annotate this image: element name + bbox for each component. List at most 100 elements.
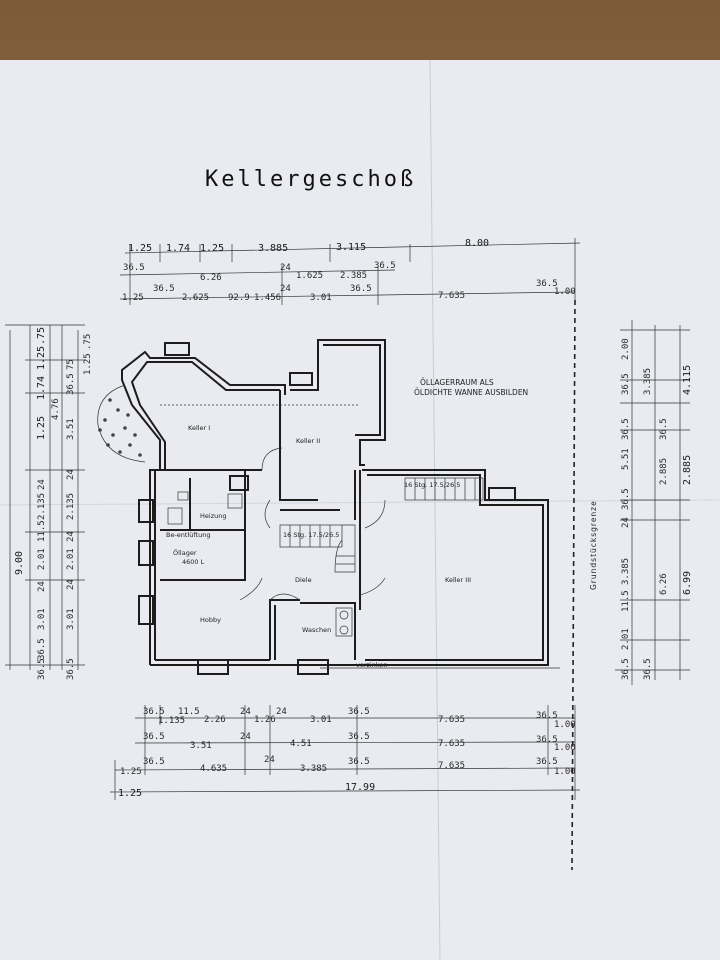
property-boundary-line (571, 299, 576, 871)
dim-left1-1: 1.25 (36, 416, 47, 440)
property-boundary-label: Grundstücksgrenze (589, 500, 598, 590)
dim-left3-8: 24 (66, 579, 76, 590)
dim-bot1-11: 36.5 (536, 711, 558, 721)
dim-bot1-5: 24 (240, 707, 251, 717)
dim-bot1-12: 1.00 (554, 720, 576, 730)
dim-left3-9: 3.01 (66, 608, 76, 630)
room-heizung: Heizung (200, 512, 226, 520)
dim-left4-2: .75 (83, 334, 93, 350)
dim-bot1-2: 11.5 (178, 707, 200, 717)
dim-top1-1: 1.25 (128, 243, 152, 254)
dim-left2-2: 4.76 (51, 398, 61, 420)
dim-left2-8: 3.01 (37, 608, 47, 630)
note-oil-storage-line1: ÖLLAGERRAUM ALS (420, 378, 494, 387)
dim-top3-6: 24 (280, 284, 291, 294)
dim-left2-7: 24 (37, 581, 47, 592)
dim-bot3-5: 3.385 (300, 764, 327, 774)
dim-left3-7: 2.01 (66, 548, 76, 570)
dim-top3-2: 36.5 (153, 284, 175, 294)
dim-bot1-7: 24 (276, 707, 287, 717)
dim-top2-2: 6.26 (200, 273, 222, 283)
dim-bot2-8: 1.00 (554, 743, 576, 753)
dim-top2-3: 24 (280, 263, 291, 273)
stair-label-1: 16 Stg. 17.5/26.5 (404, 481, 460, 489)
floor-plan-drawing: Kellergeschoß 1.25 1.74 1.25 3.885 3.115… (0, 60, 720, 960)
dim-left2-6: 2.01 (37, 548, 47, 570)
dim-bot1-9: 36.5 (348, 707, 370, 717)
dim-bot4-1: 1.25 (118, 788, 142, 799)
dim-top3-11: 1.00 (554, 287, 576, 297)
dim-bot3-6: 36.5 (348, 757, 370, 767)
dim-left1-4: .75 (36, 327, 47, 345)
verzinken-label: verzinken (356, 661, 388, 669)
dim-top1-5: 3.115 (336, 242, 366, 253)
dim-bot1-8: 3.01 (310, 715, 332, 725)
dim-bot1-10: 7.635 (438, 715, 465, 725)
dim-top3-1: 1.25 (122, 293, 144, 303)
dim-top3-3: 2.625 (182, 293, 209, 303)
dim-left3-5: 2.135 (66, 493, 76, 520)
dim-left2-9: 36.5 (37, 638, 47, 660)
dim-bot2-6: 7.635 (438, 739, 465, 749)
dim-left1-2: 1.74 (36, 376, 47, 400)
bottom-dimension-chains: 36.5 11.5 1.135 2.26 24 1.26 24 3.01 36.… (109, 705, 581, 800)
stair-label-2: 16 Stg. 17.5/26.5 (283, 531, 339, 539)
dim-top2-4: 1.625 (296, 271, 323, 281)
dim-bot1-4: 2.26 (204, 715, 226, 725)
dim-left3-3: 3.51 (66, 418, 76, 440)
dim-top2-5: 2.385 (340, 271, 367, 281)
dim-bot4-2: 17.99 (345, 782, 375, 793)
dim-bot1-1: 36.5 (143, 707, 165, 717)
dim-bot3-8: 36.5 (536, 757, 558, 767)
dim-left3-4: 24 (66, 469, 76, 480)
dim-bot2-2: 3.51 (190, 741, 212, 751)
dim-right3-1: 6.99 (682, 571, 693, 595)
dim-bot3-7: 7.635 (438, 761, 465, 771)
room-keller-3: Keller III (445, 576, 471, 584)
dim-left2-3: 24 (37, 479, 47, 490)
top-dimension-chains: 1.25 1.74 1.25 3.885 3.115 8.00 36.5 6.2… (119, 238, 581, 305)
dim-right1-3: 3.385 (643, 368, 653, 395)
dim-bot2-4: 4.51 (290, 739, 312, 749)
room-diele: Diele (295, 576, 312, 584)
right-dimension-chains: 2.00 36.5 3.385 36.5 5.51 36.5 24 3.385 … (615, 320, 693, 685)
room-waschen: Waschen (302, 626, 331, 634)
dim-right1-5: 5.51 (621, 448, 631, 470)
dim-right-mid: 2.885 (659, 458, 669, 485)
dim-top3-10: 36.5 (536, 279, 558, 289)
dim-right1-2: 36.5 (621, 373, 631, 395)
dim-right2-3: 6.26 (659, 573, 669, 595)
dim-left4-1: 1.25 (83, 353, 93, 375)
dim-right1-11: 36.5 (621, 658, 631, 680)
dim-left3-10: 36.5 (66, 658, 76, 680)
dim-top2-1: 36.5 (123, 263, 145, 273)
dim-bot3-3: 4.635 (200, 764, 227, 774)
note-oil-storage-line2: ÖLDICHTE WANNE AUSBILDEN (414, 388, 528, 397)
dim-bot1-6: 1.26 (254, 715, 276, 725)
dim-right1-12: 36.5 (643, 658, 653, 680)
dim-bot2-3: 24 (240, 732, 251, 742)
room-hobby: Hobby (200, 616, 221, 624)
room-keller-2: Keller II (296, 437, 320, 445)
dim-right1-7: 24 (621, 517, 631, 528)
dim-top1-2: 1.74 (166, 243, 190, 254)
room-oellager-volume: 4600 L (182, 558, 205, 566)
dim-right1-1: 2.00 (621, 338, 631, 360)
dim-right1-4: 36.5 (621, 418, 631, 440)
dim-left2-4: 2.135 (37, 493, 47, 520)
floor-plan-walls (97, 339, 560, 675)
dim-left-total: 9.00 (14, 551, 25, 575)
plan-title: Kellergeschoß (205, 167, 416, 192)
dim-bot2-7: 36.5 (536, 735, 558, 745)
dim-top1-4: 3.885 (258, 243, 288, 254)
dim-top3-9: 7.635 (438, 291, 465, 301)
dim-top2-6: 36.5 (374, 261, 396, 271)
dim-left3-2: 75 (66, 359, 76, 370)
dim-bot3-4: 24 (264, 755, 275, 765)
dim-bot3-2: 36.5 (143, 757, 165, 767)
dim-right1-8: 3.385 (621, 558, 631, 585)
dim-right2-4: 36.5 (659, 418, 669, 440)
dim-bot2-5: 36.5 (348, 732, 370, 742)
dim-left3-1: 36.5 (66, 373, 76, 395)
dim-bot1-3: 1.135 (158, 716, 185, 726)
